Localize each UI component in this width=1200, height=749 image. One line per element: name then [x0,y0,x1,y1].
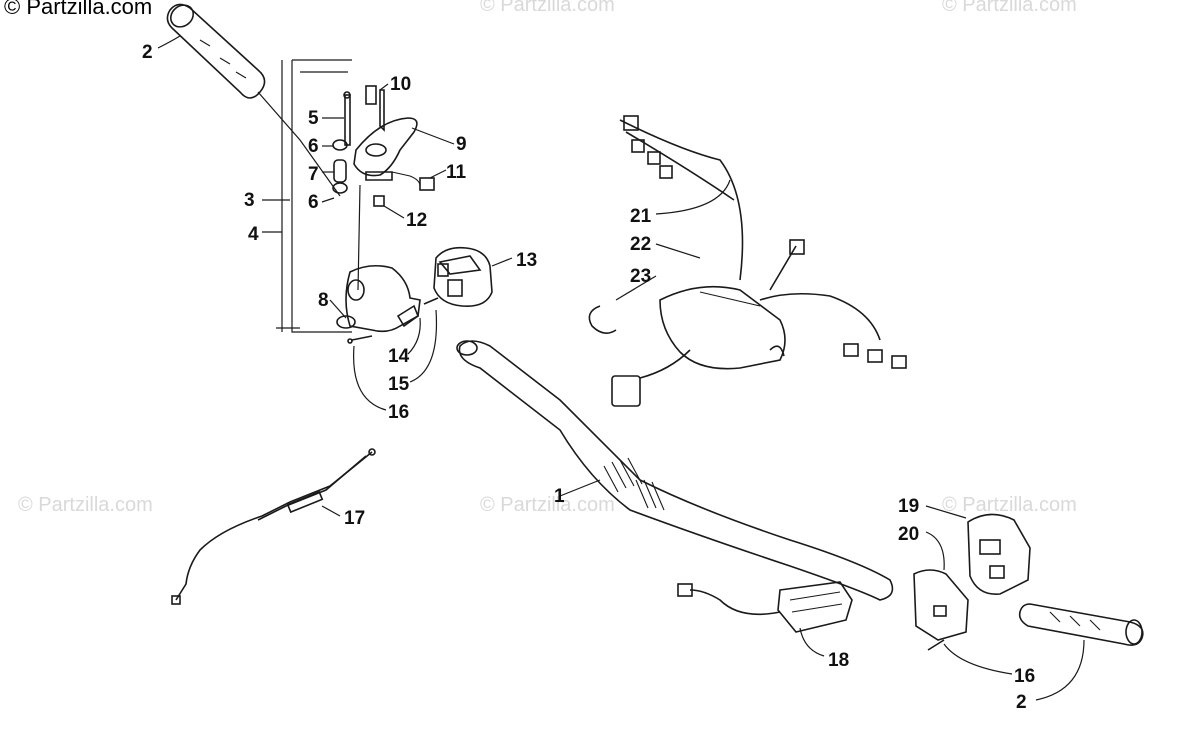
callout-22: 22 [630,234,651,255]
callout-4: 4 [248,224,259,245]
callout-19: 19 [898,496,919,517]
handlebar [456,340,894,601]
watermark-top-right: © Partzilla.com [942,0,1077,16]
right-grip [1018,603,1144,646]
wiring-harness [588,115,907,407]
callout-6-upper: 6 [308,136,319,157]
screws-left [347,297,439,344]
watermark-mid-right: © Partzilla.com [942,494,1077,516]
right-switch [913,513,1031,651]
callout-7: 7 [308,164,319,185]
callout-3: 3 [244,190,255,211]
callout-12: 12 [406,210,427,231]
watermark-mid-left: © Partzilla.com [18,494,153,516]
watermark-mid-center: © Partzilla.com [480,494,615,516]
callout-23: 23 [630,266,651,287]
callout-15: 15 [388,374,410,395]
watermark-top-left: © Partzilla.com [4,0,153,19]
heating-element [677,581,853,633]
callout-18: 18 [828,650,849,671]
callout-14: 14 [388,346,410,367]
callout-16-left: 16 [388,402,409,423]
callout-5: 5 [308,108,319,129]
callout-10: 10 [390,74,411,95]
callout-16-right: 16 [1014,666,1035,687]
throttle-housing [336,264,421,333]
callout-6-lower: 6 [308,192,319,213]
callout-2-left: 2 [142,42,153,63]
callout-17: 17 [344,508,365,529]
leader-lines [157,35,1085,701]
callout-11: 11 [446,162,467,183]
callout-9: 9 [456,134,467,155]
callout-21: 21 [630,206,652,227]
throttle-cable [171,448,376,605]
callout-1: 1 [554,486,565,507]
watermark-top-center: © Partzilla.com [480,0,615,16]
callout-20: 20 [898,524,919,545]
callout-13: 13 [516,250,537,271]
left-grip [166,3,341,197]
callout-2-right: 2 [1016,692,1027,713]
switch-housing-13 [433,246,493,308]
bracket-lines [276,59,352,333]
throttle-parts [332,85,435,291]
callout-labels: 1 2 2 3 4 5 6 6 7 8 9 10 11 12 13 14 15 … [142,42,1035,713]
callout-8: 8 [318,290,329,311]
